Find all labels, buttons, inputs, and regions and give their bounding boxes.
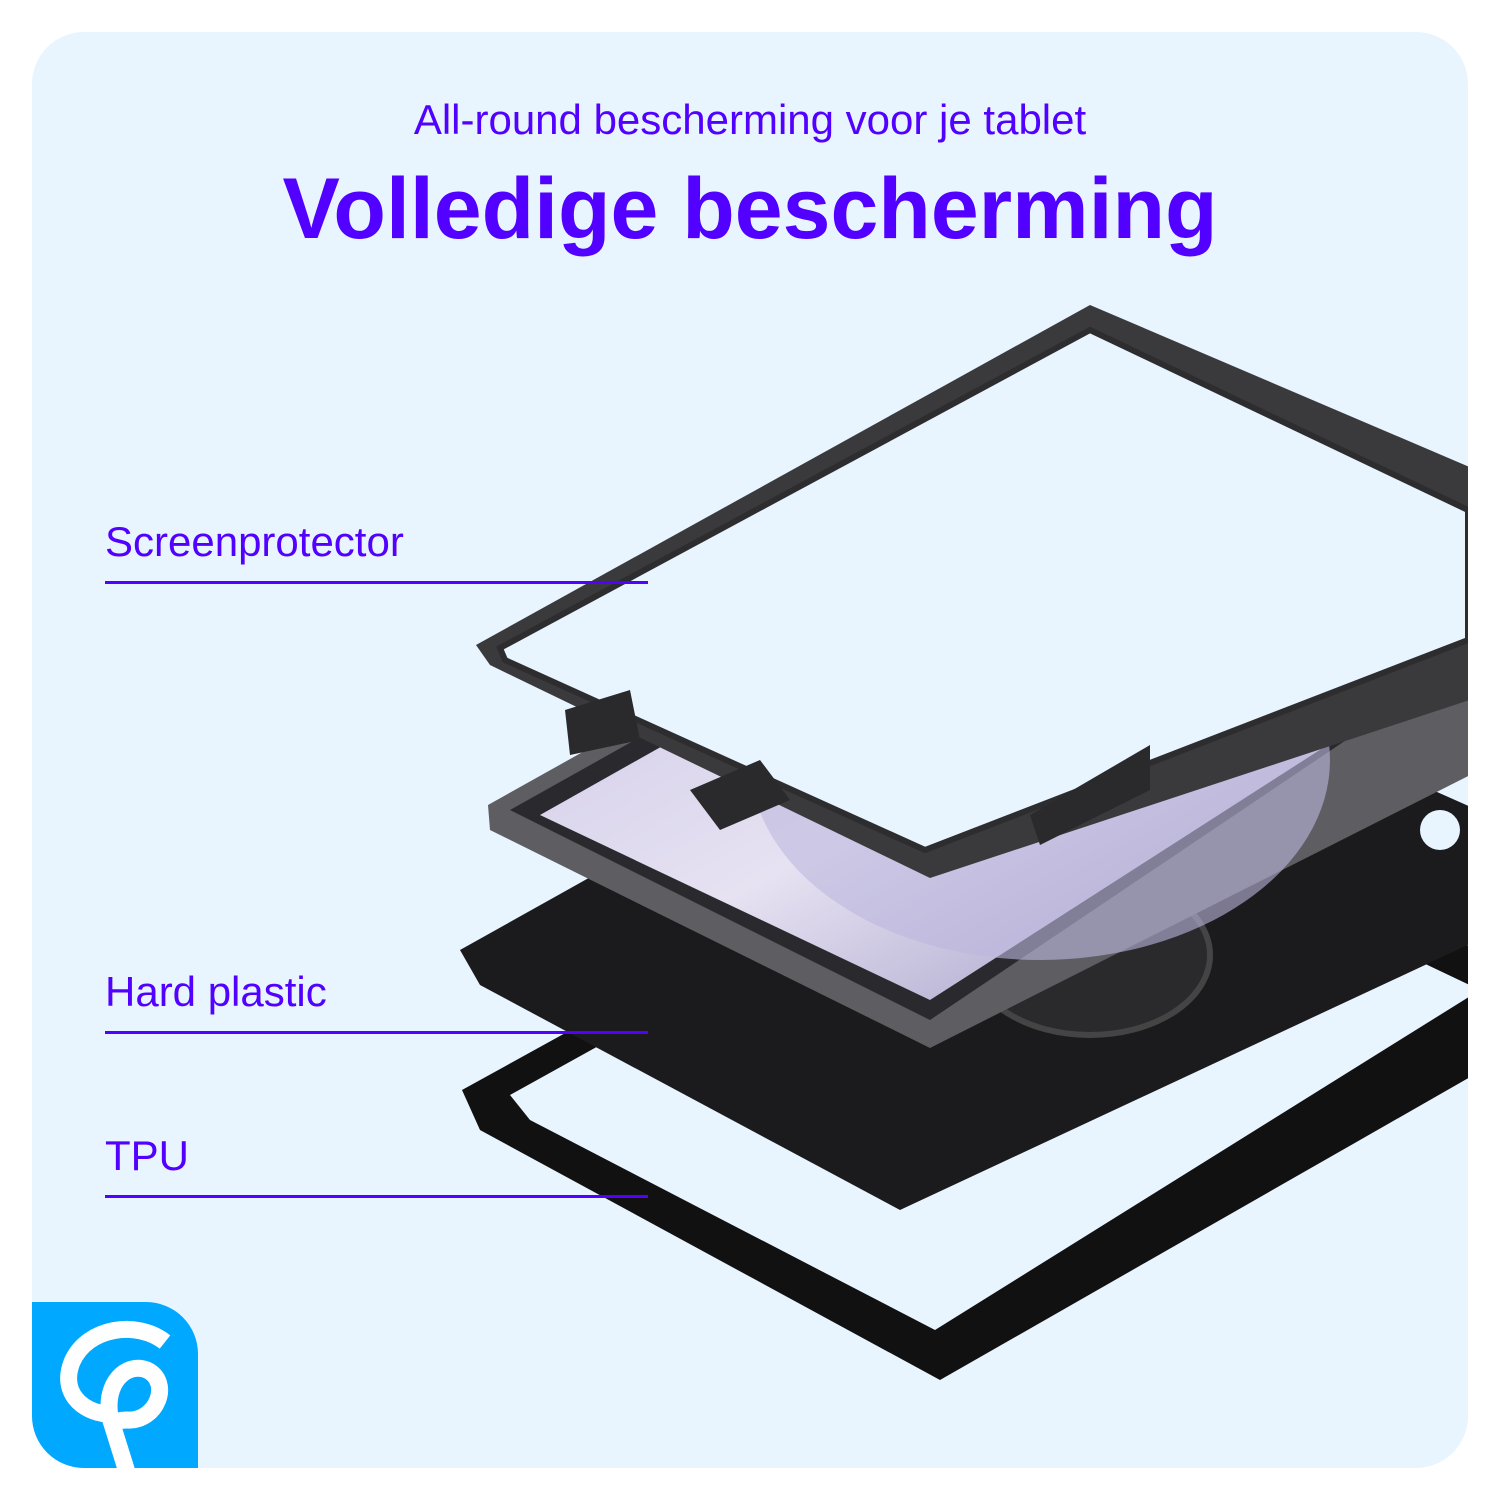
brand-logo-icon (32, 1302, 198, 1468)
label-hard-plastic: Hard plastic (105, 968, 327, 1015)
label-line-tpu (105, 1195, 648, 1198)
page-title: Volledige bescherming (282, 161, 1218, 257)
label-line-hard-plastic (105, 1031, 648, 1034)
label-line-screenprotector (105, 581, 648, 584)
label-screenprotector: Screenprotector (105, 518, 404, 565)
label-tpu: TPU (105, 1132, 189, 1179)
subtitle: All-round bescherming voor je tablet (413, 96, 1087, 143)
screenprotector-frame (476, 305, 1468, 878)
